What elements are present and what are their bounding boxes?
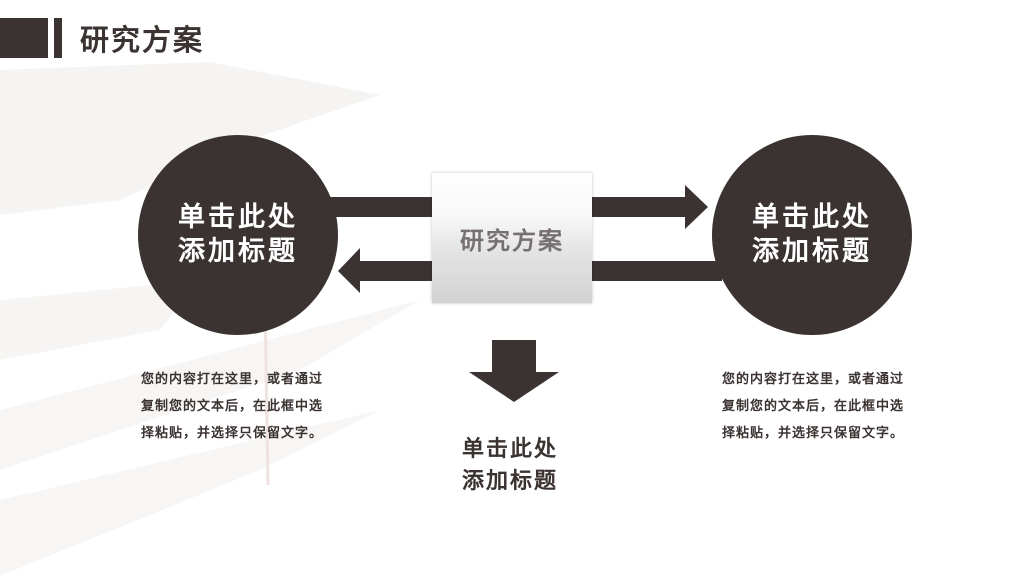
- left-topic-title-line1: 单击此处: [178, 202, 298, 233]
- arrow-down: [469, 340, 559, 402]
- left-topic-title-line2: 添加标题: [178, 236, 298, 267]
- right-body-text[interactable]: 您的内容打在这里，或者通过复制您的文本后，在此框中选择粘贴，并选择只保留文字。: [722, 372, 905, 441]
- bottom-topic-title[interactable]: 单击此处 添加标题: [440, 434, 580, 498]
- right-topic-circle[interactable]: 单击此处 添加标题: [712, 135, 912, 335]
- page-title: 研究方案: [80, 23, 205, 57]
- right-topic-title-line2: 添加标题: [752, 236, 872, 267]
- bottom-topic-title-line1: 单击此处: [461, 437, 558, 462]
- header-accent-block: [0, 18, 48, 58]
- right-topic-title-line1: 单击此处: [752, 202, 872, 233]
- header-accent-bar: [54, 18, 62, 58]
- left-topic-circle[interactable]: 单击此处 添加标题: [138, 135, 338, 335]
- center-topic-label: 研究方案: [460, 226, 564, 255]
- center-topic-box[interactable]: 研究方案: [432, 173, 592, 303]
- bottom-topic-title-line2: 添加标题: [461, 469, 558, 494]
- left-body-text[interactable]: 您的内容打在这里，或者通过复制您的文本后，在此框中选择粘贴，并选择只保留文字。: [141, 372, 324, 441]
